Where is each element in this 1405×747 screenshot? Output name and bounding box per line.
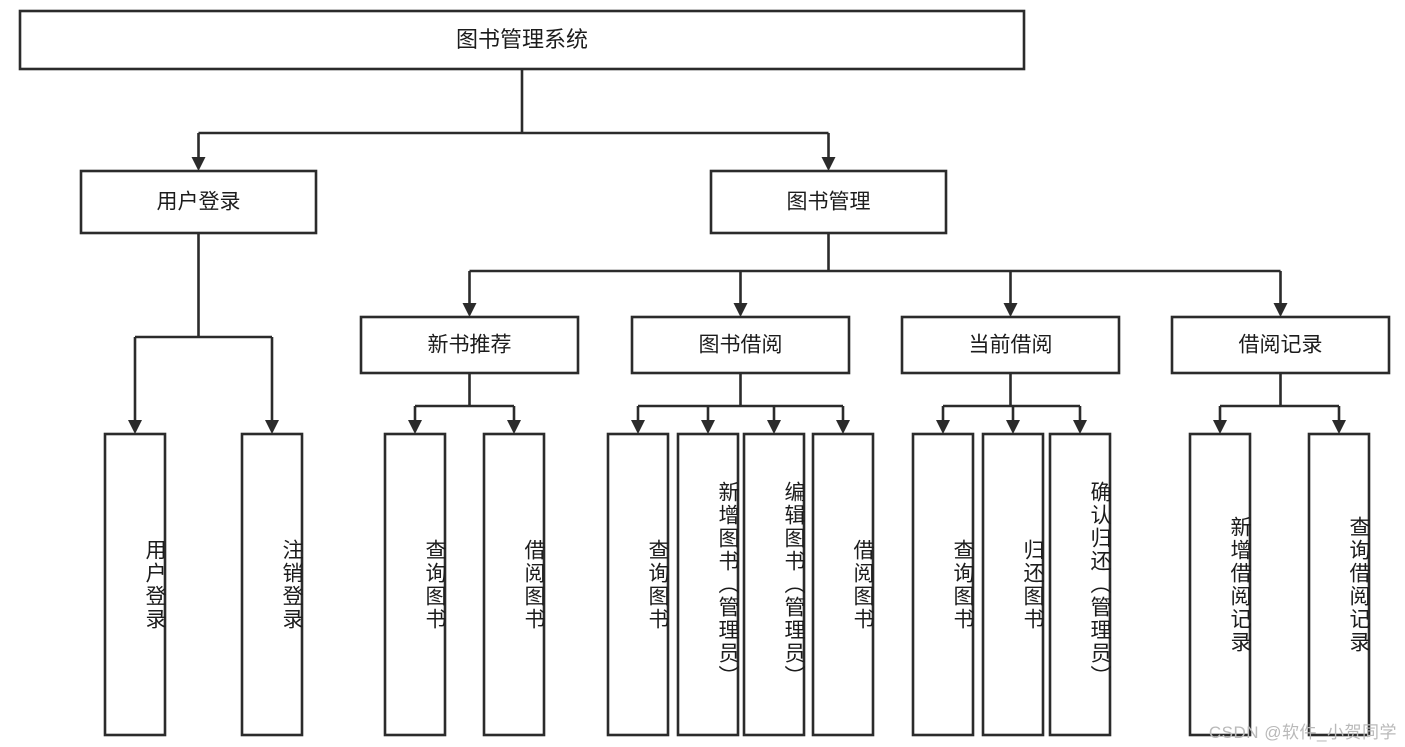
arrow-head-icon [936, 420, 950, 434]
node-label: 用户登录 [157, 191, 241, 214]
node-box[interactable] [1170, 315, 1391, 375]
level3-node-current-borrow[interactable]: 当前借阅 [900, 315, 1121, 375]
node-label: 图书管理系统 [456, 27, 588, 52]
leaf-node-leaf-return-book[interactable] [981, 432, 1045, 737]
arrow-head-icon [1006, 420, 1020, 434]
node-box[interactable] [1307, 432, 1371, 737]
arrow-head-icon [1073, 420, 1087, 434]
arrow-head-icon [631, 420, 645, 434]
arrow-head-icon [408, 420, 422, 434]
level3-node-book-borrow[interactable]: 图书借阅 [630, 315, 851, 375]
node-box[interactable] [709, 169, 948, 235]
node-label: 图书借阅 [699, 334, 783, 357]
node-box[interactable] [1188, 432, 1252, 737]
connector-lines [128, 69, 1346, 434]
level3-node-new-book-recommend[interactable]: 新书推荐 [359, 315, 580, 375]
node-box[interactable] [383, 432, 447, 737]
leaf-node-leaf-confirm-return[interactable] [1048, 432, 1112, 737]
node-box[interactable] [900, 315, 1121, 375]
node-box[interactable] [911, 432, 975, 737]
leaf-node-leaf-query-book-current[interactable] [911, 432, 975, 737]
level2-node-user-login[interactable]: 用户登录 [79, 169, 318, 235]
node-box[interactable] [482, 432, 546, 737]
node-box[interactable] [676, 432, 740, 737]
node-label: 新书推荐 [428, 334, 512, 357]
level2-node-book-management[interactable]: 图书管理 [709, 169, 948, 235]
arrow-head-icon [836, 420, 850, 434]
arrow-head-icon [265, 420, 279, 434]
leaf-node-leaf-borrow-book[interactable] [811, 432, 875, 737]
root-node-root[interactable]: 图书管理系统 [18, 9, 1026, 71]
node-label: 借阅记录 [1239, 334, 1323, 357]
node-label: 当前借阅 [969, 334, 1053, 357]
leaf-node-leaf-user-login[interactable] [103, 432, 167, 737]
leaf-node-leaf-borrow-book-recommend[interactable] [482, 432, 546, 737]
level3-node-borrow-record[interactable]: 借阅记录 [1170, 315, 1391, 375]
arrow-head-icon [1273, 303, 1288, 317]
leaf-node-leaf-query-book-recommend[interactable] [383, 432, 447, 737]
node-box[interactable] [103, 432, 167, 737]
arrow-head-icon [128, 420, 142, 434]
arrow-head-icon [733, 303, 748, 317]
node-box[interactable] [981, 432, 1045, 737]
leaf-node-leaf-query-book-borrow[interactable] [606, 432, 670, 737]
node-box[interactable] [606, 432, 670, 737]
arrow-head-icon [191, 157, 206, 171]
arrow-head-icon [462, 303, 477, 317]
leaf-node-leaf-logout-login[interactable] [240, 432, 304, 737]
node-box[interactable] [1048, 432, 1112, 737]
watermark-text: CSDN @软件_小贺同学 [1208, 723, 1397, 742]
leaf-node-leaf-query-borrow-record[interactable] [1307, 432, 1371, 737]
node-box[interactable] [742, 432, 806, 737]
node-box[interactable] [630, 315, 851, 375]
arrow-head-icon [1213, 420, 1227, 434]
leaf-node-leaf-add-borrow-record[interactable] [1188, 432, 1252, 737]
arrow-head-icon [507, 420, 521, 434]
node-box[interactable] [240, 432, 304, 737]
leaf-node-leaf-add-book[interactable] [676, 432, 740, 737]
node-box[interactable] [18, 9, 1026, 71]
node-box[interactable] [79, 169, 318, 235]
node-box[interactable] [359, 315, 580, 375]
arrow-head-icon [1003, 303, 1018, 317]
arrow-head-icon [1332, 420, 1346, 434]
arrow-head-icon [821, 157, 836, 171]
arrow-head-icon [767, 420, 781, 434]
node-box[interactable] [811, 432, 875, 737]
node-label: 图书管理 [787, 191, 871, 214]
leaf-node-leaf-edit-book[interactable] [742, 432, 806, 737]
arrow-head-icon [701, 420, 715, 434]
